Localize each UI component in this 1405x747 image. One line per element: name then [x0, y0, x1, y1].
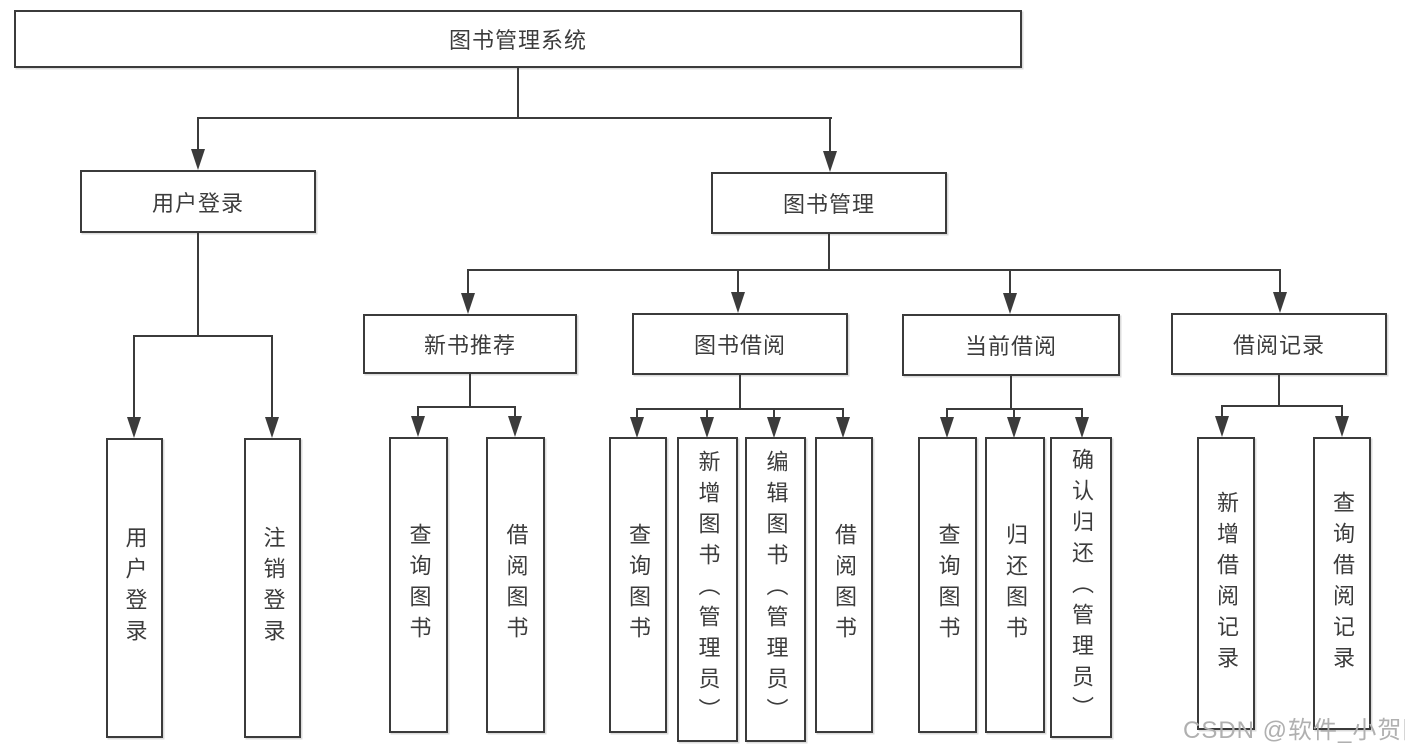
- connector-line: [737, 269, 739, 295]
- connector-line: [133, 335, 135, 423]
- arrow-down-icon: [1215, 416, 1229, 437]
- arrow-down-icon: [836, 417, 850, 438]
- leaf-add-books-admin-label: 新增图书（管理员）: [695, 450, 721, 729]
- arrow-down-icon: [1003, 293, 1017, 314]
- arrow-down-icon: [767, 417, 781, 438]
- leaf-add-borrow-record: 新增借阅记录: [1197, 437, 1255, 730]
- leaf-logout-label: 注销登录: [260, 526, 286, 650]
- node-book-management-branch: 图书管理: [711, 172, 947, 234]
- leaf-query-books-recommend: 查询图书: [389, 437, 448, 733]
- leaf-query-books-recommend-label: 查询图书: [406, 523, 432, 647]
- arrow-down-icon: [1335, 416, 1349, 437]
- arrow-down-icon: [940, 417, 954, 438]
- arrow-down-icon: [1007, 417, 1021, 438]
- arrow-down-icon: [461, 293, 475, 314]
- leaf-borrow-books-recommend: 借阅图书: [486, 437, 545, 733]
- leaf-return-books: 归还图书: [985, 437, 1045, 733]
- leaf-logout: 注销登录: [244, 438, 301, 738]
- connector-line: [467, 269, 469, 295]
- connector-line: [514, 406, 516, 419]
- leaf-confirm-return-admin: 确认归还（管理员）: [1050, 437, 1112, 738]
- leaf-query-borrow-record: 查询借阅记录: [1313, 437, 1371, 730]
- connector-line: [517, 68, 519, 119]
- node-borrow-records: 借阅记录: [1171, 313, 1387, 375]
- connector-line: [1009, 269, 1011, 295]
- connector-line: [1279, 269, 1281, 295]
- node-current-borrow-label: 当前借阅: [964, 334, 1057, 359]
- arrow-down-icon: [1075, 417, 1089, 438]
- leaf-borrow-books-label: 借阅图书: [832, 523, 857, 647]
- connector-line: [197, 117, 199, 152]
- leaf-query-borrow-record-label: 查询借阅记录: [1330, 490, 1355, 677]
- node-root-label: 图书管理系统: [448, 28, 587, 53]
- connector-line: [197, 117, 832, 119]
- leaf-query-books-current: 查询图书: [918, 437, 977, 733]
- connector-line: [197, 233, 199, 337]
- connector-line: [1013, 408, 1015, 419]
- arrow-down-icon: [700, 417, 714, 438]
- node-new-book-recommend-label: 新书推荐: [423, 333, 516, 358]
- node-new-book-recommend: 新书推荐: [363, 314, 577, 374]
- node-user-login-branch: 用户登录: [80, 170, 316, 233]
- connector-line: [828, 234, 830, 271]
- connector-line: [1081, 408, 1083, 419]
- leaf-query-books-borrow: 查询图书: [609, 437, 667, 733]
- connector-line: [773, 408, 775, 419]
- connector-line: [1221, 405, 1343, 407]
- connector-line: [417, 406, 419, 419]
- connector-line: [636, 408, 638, 419]
- csdn-watermark: CSDN @软件_小贺同学: [1183, 717, 1405, 744]
- leaf-query-books-borrow-label: 查询图书: [626, 523, 651, 647]
- connector-line: [467, 269, 1281, 271]
- node-book-borrow: 图书借阅: [632, 313, 848, 375]
- leaf-query-books-current-label: 查询图书: [935, 523, 961, 647]
- connector-line: [829, 117, 831, 153]
- leaf-borrow-books: 借阅图书: [815, 437, 873, 733]
- leaf-user-login: 用户登录: [106, 438, 163, 738]
- node-root-system: 图书管理系统: [14, 10, 1022, 68]
- connector-line: [133, 335, 273, 337]
- leaf-edit-books-admin: 编辑图书（管理员）: [745, 437, 806, 742]
- arrow-down-icon: [731, 292, 745, 313]
- arrow-down-icon: [1273, 292, 1287, 313]
- leaf-user-login-label: 用户登录: [122, 526, 148, 650]
- connector-line: [739, 375, 741, 410]
- connector-line: [1278, 375, 1280, 407]
- connector-line: [417, 406, 516, 408]
- leaf-add-borrow-record-label: 新增借阅记录: [1214, 490, 1239, 677]
- arrow-down-icon: [127, 417, 141, 438]
- connector-line: [636, 408, 844, 410]
- connector-line: [706, 408, 708, 419]
- node-book-management-label: 图书管理: [782, 192, 875, 217]
- leaf-edit-books-admin-label: 编辑图书（管理员）: [763, 450, 789, 729]
- arrow-down-icon: [823, 151, 837, 172]
- leaf-confirm-return-admin-label: 确认归还（管理员）: [1069, 448, 1094, 727]
- node-borrow-records-label: 借阅记录: [1232, 333, 1325, 358]
- leaf-return-books-label: 归还图书: [1003, 523, 1028, 647]
- arrow-down-icon: [411, 416, 425, 437]
- connector-line: [1221, 405, 1223, 419]
- node-user-login-label: 用户登录: [151, 190, 244, 216]
- arrow-down-icon: [630, 417, 644, 438]
- leaf-borrow-books-recommend-label: 借阅图书: [503, 523, 529, 647]
- arrow-down-icon: [508, 416, 522, 437]
- arrow-down-icon: [265, 417, 279, 438]
- node-book-borrow-label: 图书借阅: [693, 333, 786, 358]
- arrow-down-icon: [191, 149, 205, 170]
- node-current-borrow: 当前借阅: [902, 314, 1120, 376]
- connector-line: [946, 408, 948, 419]
- connector-line: [842, 408, 844, 419]
- connector-line: [1341, 405, 1343, 419]
- connector-line: [271, 335, 273, 423]
- connector-line: [1010, 376, 1012, 410]
- leaf-add-books-admin: 新增图书（管理员）: [677, 437, 738, 742]
- connector-line: [469, 374, 471, 408]
